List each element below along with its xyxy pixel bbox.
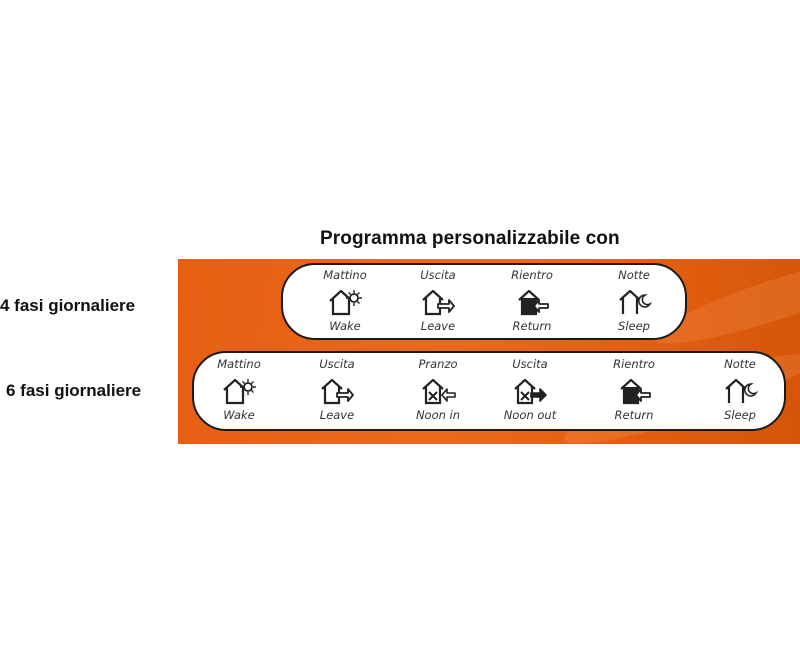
phase-sleep: Notte Sleep: [594, 267, 674, 334]
phase-label-en: Wake: [329, 319, 361, 333]
house-cutlery-in-icon: [422, 378, 456, 405]
phase-return: Rientro Return: [492, 267, 572, 334]
phase-noon-out: Uscita Noon out: [490, 356, 570, 423]
phase-label-en: Wake: [223, 408, 255, 422]
house-arrow-out-icon: [321, 378, 354, 405]
house-sun-icon: [329, 289, 362, 316]
house-cutlery-out-icon: [514, 378, 547, 405]
phase-sleep: Notte Sleep: [700, 356, 780, 423]
phase-label-it: Pranzo: [418, 357, 458, 371]
row-label-6-phases: 6 fasi giornaliere: [6, 381, 142, 400]
phase-label-it: Uscita: [420, 268, 456, 282]
house-arrow-in-icon: [620, 378, 651, 405]
phase-leave: Uscita Leave: [398, 267, 478, 334]
phase-label-it: Rientro: [511, 268, 553, 282]
phase-leave: Uscita Leave: [297, 356, 377, 423]
house-arrow-out-icon: [422, 289, 455, 316]
phase-label-it: Mattino: [217, 357, 261, 371]
phase-label-it: Notte: [618, 268, 650, 282]
house-moon-icon: [725, 378, 758, 403]
house-sun-icon: [223, 378, 256, 405]
phase-label-it: Rientro: [613, 357, 655, 371]
row-label-4-phases: 4 fasi giornaliere: [0, 296, 136, 315]
phase-label-en: Noon out: [503, 408, 557, 422]
phase-label-it: Mattino: [323, 268, 367, 282]
phase-wake: Mattino Wake: [199, 356, 279, 423]
phase-label-en: Noon in: [415, 408, 461, 422]
house-arrow-in-icon: [518, 289, 549, 316]
phase-label-it: Notte: [724, 357, 756, 371]
phase-label-en: Return: [614, 408, 654, 422]
phase-label-en: Leave: [420, 319, 456, 333]
phase-label-en: Sleep: [724, 408, 756, 422]
diagram-title: Programma personalizzabile con: [320, 228, 620, 249]
phase-return: Rientro Return: [594, 356, 674, 423]
house-moon-icon: [619, 289, 652, 314]
phase-label-en: Leave: [319, 408, 355, 422]
phase-noon-in: Pranzo Noon in: [398, 356, 478, 423]
phase-label-en: Sleep: [618, 319, 650, 333]
phase-label-en: Return: [512, 319, 552, 333]
program-pill-6-phases: [192, 351, 786, 431]
phase-label-it: Uscita: [512, 357, 548, 371]
phase-wake: Mattino Wake: [305, 267, 385, 334]
phase-label-it: Uscita: [319, 357, 355, 371]
